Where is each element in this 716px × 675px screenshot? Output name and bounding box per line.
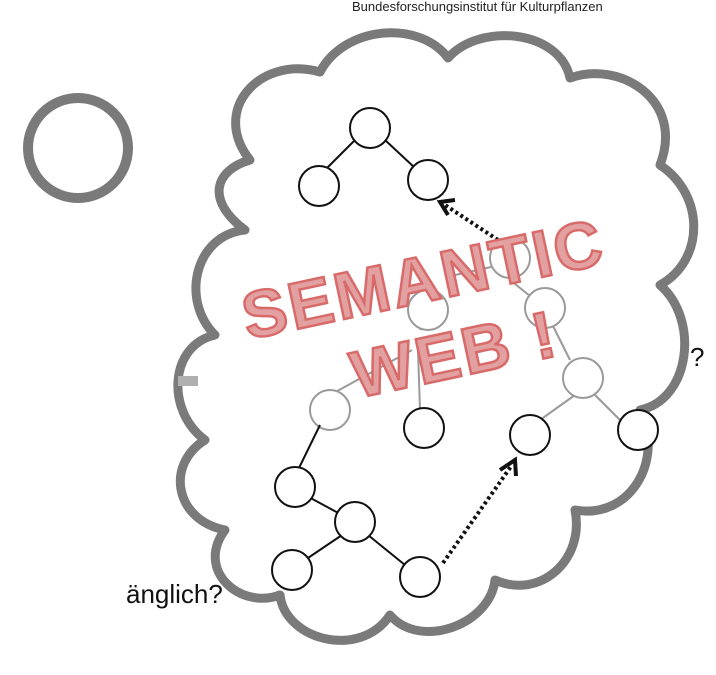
tree-edge — [539, 394, 576, 421]
tree-node — [274, 466, 316, 508]
tree-node — [524, 287, 566, 329]
tree-node — [562, 357, 604, 399]
tree-node — [399, 556, 441, 598]
tree-edge — [367, 534, 406, 566]
tree-node — [349, 107, 391, 149]
question-mark-text: ? — [690, 342, 705, 372]
partial-question-text: änglich? — [126, 579, 223, 609]
tree-node — [509, 414, 551, 456]
tree-edge — [329, 349, 413, 396]
tree-node — [271, 549, 313, 591]
tree-edge — [417, 349, 421, 411]
dotted-arrow-down — [441, 463, 514, 565]
artifact-mark — [178, 376, 198, 386]
thought-cloud-icon — [173, 28, 699, 645]
tree-node — [403, 407, 445, 449]
tree-node — [334, 501, 376, 543]
tree-node — [407, 159, 449, 201]
tree-edge — [297, 424, 321, 471]
tree-node — [298, 165, 340, 207]
thought-circle-icon — [23, 93, 133, 203]
tree-edge — [594, 394, 621, 421]
institute-header: Bundesforschungsinstitut für Kulturpflan… — [352, 0, 603, 14]
tree-edge — [384, 139, 416, 169]
tree-node — [489, 237, 531, 279]
tree-node — [407, 289, 449, 331]
tree-node — [617, 409, 659, 451]
dotted-arrow-up — [443, 203, 500, 242]
arrow-head-icon — [436, 198, 456, 217]
tree-node — [309, 389, 351, 431]
link-arrows — [436, 198, 518, 565]
tree-edge — [304, 534, 343, 561]
right-tree — [403, 407, 659, 456]
bottom-tree — [271, 424, 441, 598]
arrow-head-icon — [498, 456, 518, 477]
top-tree — [298, 107, 449, 207]
faded-tree — [309, 237, 621, 431]
